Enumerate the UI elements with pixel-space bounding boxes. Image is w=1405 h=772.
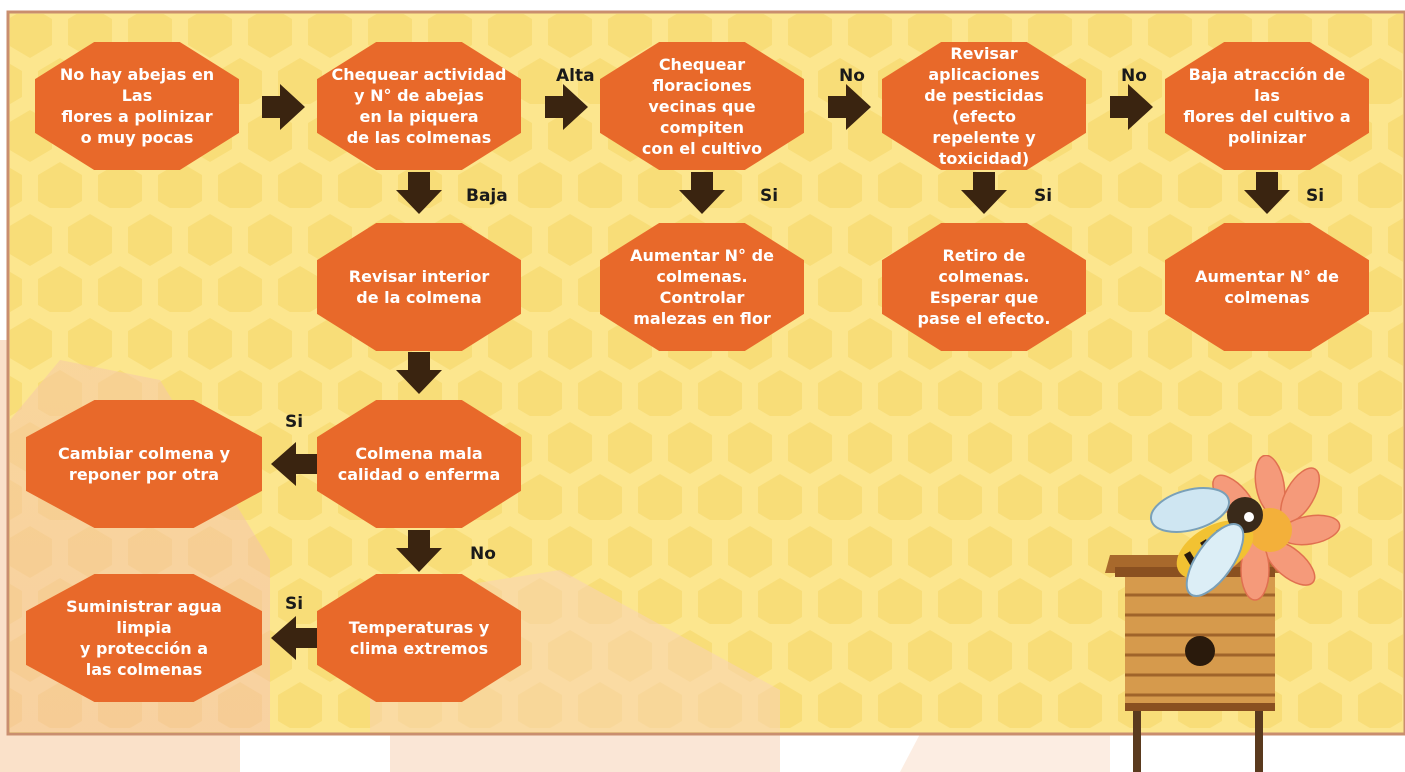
arrow-right-3	[828, 84, 871, 130]
edge-label-no-1: No	[839, 66, 865, 86]
arrow-left-2	[271, 616, 317, 660]
arrow-down-2	[679, 172, 725, 214]
edge-label-no-3: No	[470, 544, 496, 564]
node-inspect-hive: Revisar interior de la colmena	[317, 223, 521, 351]
node-start: No hay abejas en Las flores a polinizar …	[35, 42, 239, 170]
edge-label-si-5: Si	[285, 594, 304, 614]
arrow-left-1	[271, 442, 317, 486]
node-extreme-weather: Temperaturas y clima extremos	[317, 574, 521, 702]
edge-label-si-4: Si	[285, 412, 304, 432]
node-bad-hive: Colmena mala calidad o enferma	[317, 400, 521, 528]
node-increase-hives-weeds: Aumentar N° de colmenas. Controlar malez…	[600, 223, 804, 351]
node-remove-hives: Retiro de colmenas. Esperar que pase el …	[882, 223, 1086, 351]
edge-label-no-2: No	[1121, 66, 1147, 86]
node-check-activity: Chequear actividad y N° de abejas en la …	[317, 42, 521, 170]
arrow-right-1	[262, 84, 305, 130]
arrow-right-4	[1110, 84, 1153, 130]
edge-label-baja: Baja	[466, 186, 508, 206]
node-increase-hives: Aumentar N° de colmenas	[1165, 223, 1369, 351]
node-replace-hive: Cambiar colmena y reponer por otra	[26, 400, 262, 528]
arrow-down-5	[396, 352, 442, 394]
arrow-down-1	[396, 172, 442, 214]
arrow-down-4	[1244, 172, 1290, 214]
edge-label-si-2: Si	[1034, 186, 1053, 206]
node-water-protection: Suministrar agua limpia y protección a l…	[26, 574, 262, 702]
beehive-bee-illustration	[1105, 455, 1341, 772]
node-low-attraction: Baja atracción de las flores del cultivo…	[1165, 42, 1369, 170]
edge-label-alta: Alta	[556, 66, 595, 86]
arrow-down-6	[396, 530, 442, 572]
arrow-right-2	[545, 84, 588, 130]
edge-label-si-3: Si	[1306, 186, 1325, 206]
arrow-down-3	[961, 172, 1007, 214]
node-check-pesticides: Revisar aplicaciones de pesticidas (efec…	[882, 42, 1086, 170]
edge-label-si-1: Si	[760, 186, 779, 206]
node-check-flowering: Chequear floraciones vecinas que compite…	[600, 42, 804, 170]
